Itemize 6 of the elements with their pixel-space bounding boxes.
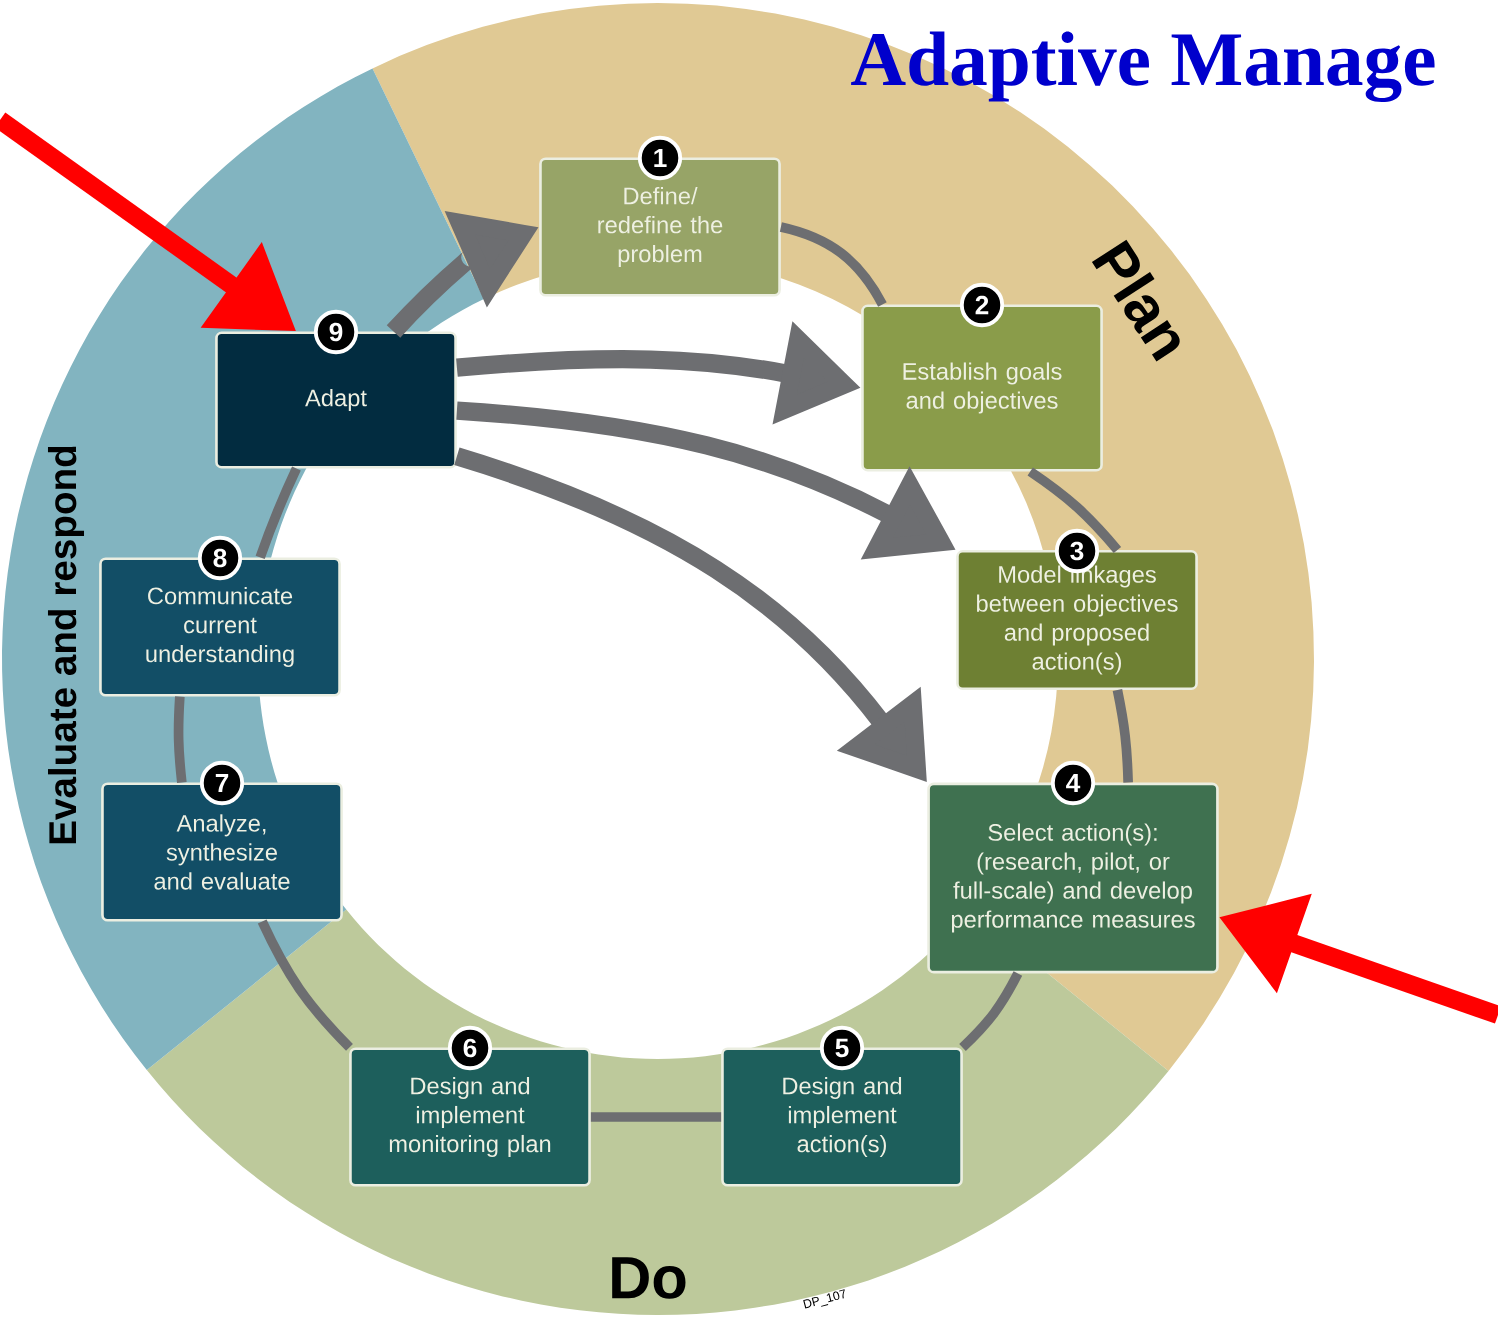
number-badge: 7	[199, 760, 245, 806]
code-label: DP_107	[803, 1289, 845, 1309]
number-badge: 8	[197, 535, 243, 581]
title: Adaptive Manage	[851, 31, 1435, 103]
band-label: Do	[612, 1257, 686, 1299]
band-label: Evaluate and respond	[48, 446, 84, 844]
